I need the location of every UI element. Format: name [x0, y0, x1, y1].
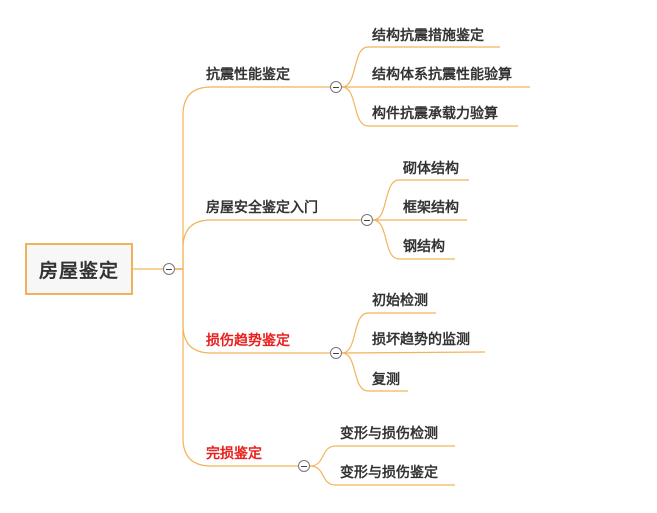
leaf-node[interactable]: 框架结构 — [403, 200, 459, 216]
branch-connector — [175, 86, 336, 270]
leaf-node[interactable]: 构件抗震承载力验算 — [372, 106, 498, 122]
leaf-connector — [341, 351, 486, 354]
branch-connector — [175, 219, 367, 270]
root-node[interactable]: 房屋鉴定 — [25, 243, 133, 295]
leaf-connector — [372, 179, 469, 221]
branch-node-condition[interactable]: 完损鉴定 — [206, 446, 262, 462]
branch-collapse-toggle-condition[interactable] — [298, 460, 310, 472]
root-collapse-toggle[interactable] — [163, 263, 175, 275]
branch-node-damage-trend[interactable]: 损伤趋势鉴定 — [206, 333, 290, 349]
leaf-node[interactable]: 损坏趋势的监测 — [372, 332, 470, 348]
leaf-node[interactable]: 变形与损伤鉴定 — [340, 465, 438, 481]
leaf-node[interactable]: 钢结构 — [403, 239, 445, 255]
leaf-node[interactable]: 结构体系抗震性能验算 — [372, 67, 512, 83]
leaf-node[interactable]: 结构抗震措施鉴定 — [372, 28, 484, 44]
branch-collapse-toggle-damage-trend[interactable] — [330, 347, 342, 359]
branch-node-seismic[interactable]: 抗震性能鉴定 — [206, 67, 290, 83]
leaf-connector — [309, 465, 455, 486]
leaf-connector — [341, 46, 500, 88]
branch-collapse-toggle-seismic[interactable] — [330, 81, 342, 93]
leaf-connector — [341, 312, 436, 354]
leaf-node[interactable]: 初始检测 — [372, 293, 428, 309]
branch-collapse-toggle-safety-intro[interactable] — [361, 214, 373, 226]
branch-node-safety-intro[interactable]: 房屋安全鉴定入门 — [206, 200, 318, 216]
branch-connector — [175, 268, 304, 467]
leaf-connector — [309, 445, 455, 467]
leaf-connector — [341, 352, 408, 392]
leaf-node[interactable]: 砌体结构 — [403, 161, 459, 177]
leaf-node[interactable]: 复测 — [372, 372, 400, 388]
leaf-connector — [341, 86, 518, 127]
leaf-connector — [372, 219, 455, 260]
leaf-node[interactable]: 变形与损伤检测 — [340, 426, 438, 442]
